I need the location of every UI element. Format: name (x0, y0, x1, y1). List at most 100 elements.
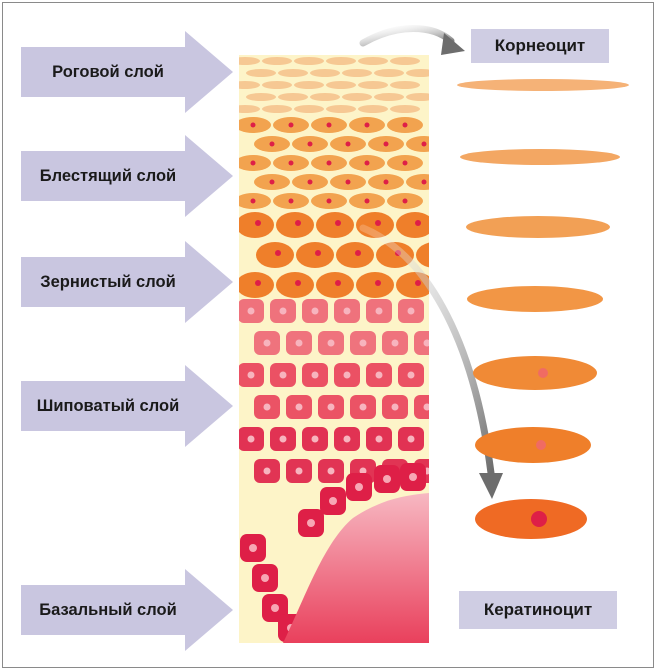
granulosum-cell (239, 272, 274, 298)
corneum-cell (246, 69, 276, 77)
cell-nucleus (326, 198, 332, 204)
granulosum-cell (316, 272, 354, 298)
corneum-cell (278, 69, 308, 77)
cell-nucleus (311, 371, 319, 379)
cell-nucleus (327, 339, 335, 347)
cell-nucleus (295, 467, 303, 475)
cell-nucleus (247, 371, 255, 379)
cell-nucleus (402, 198, 408, 204)
cell-nucleus (329, 497, 337, 505)
layer-arrow-spinosum: Шиповатый слой (21, 365, 233, 447)
cell-nucleus (327, 403, 335, 411)
cell-nucleus (311, 307, 319, 315)
cell-nucleus (359, 467, 367, 475)
cell-nucleus (307, 179, 313, 185)
cell-nucleus (343, 435, 351, 443)
corneum-cell (374, 93, 404, 101)
maturation-cell (460, 149, 620, 165)
cell-nucleus (364, 122, 370, 128)
corneum-cell (342, 93, 372, 101)
corneum-cell (294, 81, 324, 89)
corneum-cell (326, 81, 356, 89)
spinosum-cell (414, 395, 429, 419)
cell-nucleus (279, 307, 287, 315)
cell-nucleus (315, 250, 321, 256)
corneum-cell (262, 57, 292, 65)
cell-nucleus (335, 280, 341, 286)
cell-nucleus (269, 179, 275, 185)
cell-nucleus (415, 280, 421, 286)
granulosum-cell (396, 212, 429, 238)
cell-nucleus (407, 435, 415, 443)
maturation-cell (475, 427, 591, 463)
cell-nucleus (375, 307, 383, 315)
cell-nucleus (383, 475, 391, 483)
keratinocyte-label: Кератиноцит (459, 591, 617, 629)
cell-nucleus (407, 307, 415, 315)
spinosum-cell (414, 331, 429, 355)
cell-nucleus (327, 467, 335, 475)
dermis (283, 493, 429, 643)
cell-nucleus (261, 574, 269, 582)
cell-nucleus (345, 179, 351, 185)
layer-arrow-lucidum: Блестящий слой (21, 135, 233, 217)
layer-label-spinosum: Шиповатый слой (36, 396, 180, 415)
corneum-cell (326, 57, 356, 65)
cell-nucleus (249, 544, 257, 552)
lucidum-cell (406, 174, 429, 190)
cell-nucleus (247, 435, 255, 443)
layer-label-granulosum: Зернистый слой (40, 272, 176, 291)
corneum-cell (262, 81, 292, 89)
corneum-cell (406, 93, 429, 101)
corneum-cell (246, 93, 276, 101)
maturation-cell (473, 356, 597, 390)
granulosum-cell (316, 212, 354, 238)
epidermis-illustration (239, 25, 629, 643)
corneum-cell (262, 105, 292, 113)
cell-nucleus (435, 250, 441, 256)
corneum-cell (326, 105, 356, 113)
cell-nucleus (295, 403, 303, 411)
cell-nucleus (421, 141, 427, 147)
corneum-cell (374, 69, 404, 77)
granulosum-cells (239, 212, 441, 298)
cell-nucleus (275, 250, 281, 256)
cell-nucleus (364, 198, 370, 204)
corneum-cell (278, 93, 308, 101)
corneum-cell (390, 57, 420, 65)
cell-nucleus (263, 403, 271, 411)
cell-nucleus (311, 435, 319, 443)
corneum-cell (358, 57, 388, 65)
keratinocyte-flow-arrow (359, 224, 495, 477)
granulosum-cell (296, 242, 334, 268)
corneum-cells (239, 57, 429, 113)
corneocyte-flow-arrow (359, 25, 455, 47)
cell-nucleus (531, 511, 547, 527)
cell-nucleus (375, 220, 381, 226)
cell-nucleus (538, 368, 548, 378)
maturation-cell (457, 79, 629, 91)
corneum-cell (239, 81, 260, 89)
cell-nucleus (355, 483, 363, 491)
cell-nucleus (250, 198, 256, 204)
corneocyte-arrowhead (441, 33, 465, 55)
cell-nucleus (247, 307, 255, 315)
cell-nucleus (409, 473, 417, 481)
corneum-cell (239, 105, 260, 113)
cell-nucleus (364, 160, 370, 166)
granulosum-cell (276, 272, 314, 298)
cell-nucleus (295, 220, 301, 226)
cell-nucleus (271, 604, 279, 612)
cell-nucleus (326, 160, 332, 166)
corneum-cell (310, 93, 340, 101)
basale-cells (240, 463, 426, 642)
cell-nucleus (255, 280, 261, 286)
lucidum-cells (239, 117, 429, 209)
maturation-sequence (457, 79, 629, 539)
cell-nucleus (402, 160, 408, 166)
cell-nucleus (536, 440, 546, 450)
cell-nucleus (279, 435, 287, 443)
cell-nucleus (383, 141, 389, 147)
corneum-cell (406, 69, 429, 77)
